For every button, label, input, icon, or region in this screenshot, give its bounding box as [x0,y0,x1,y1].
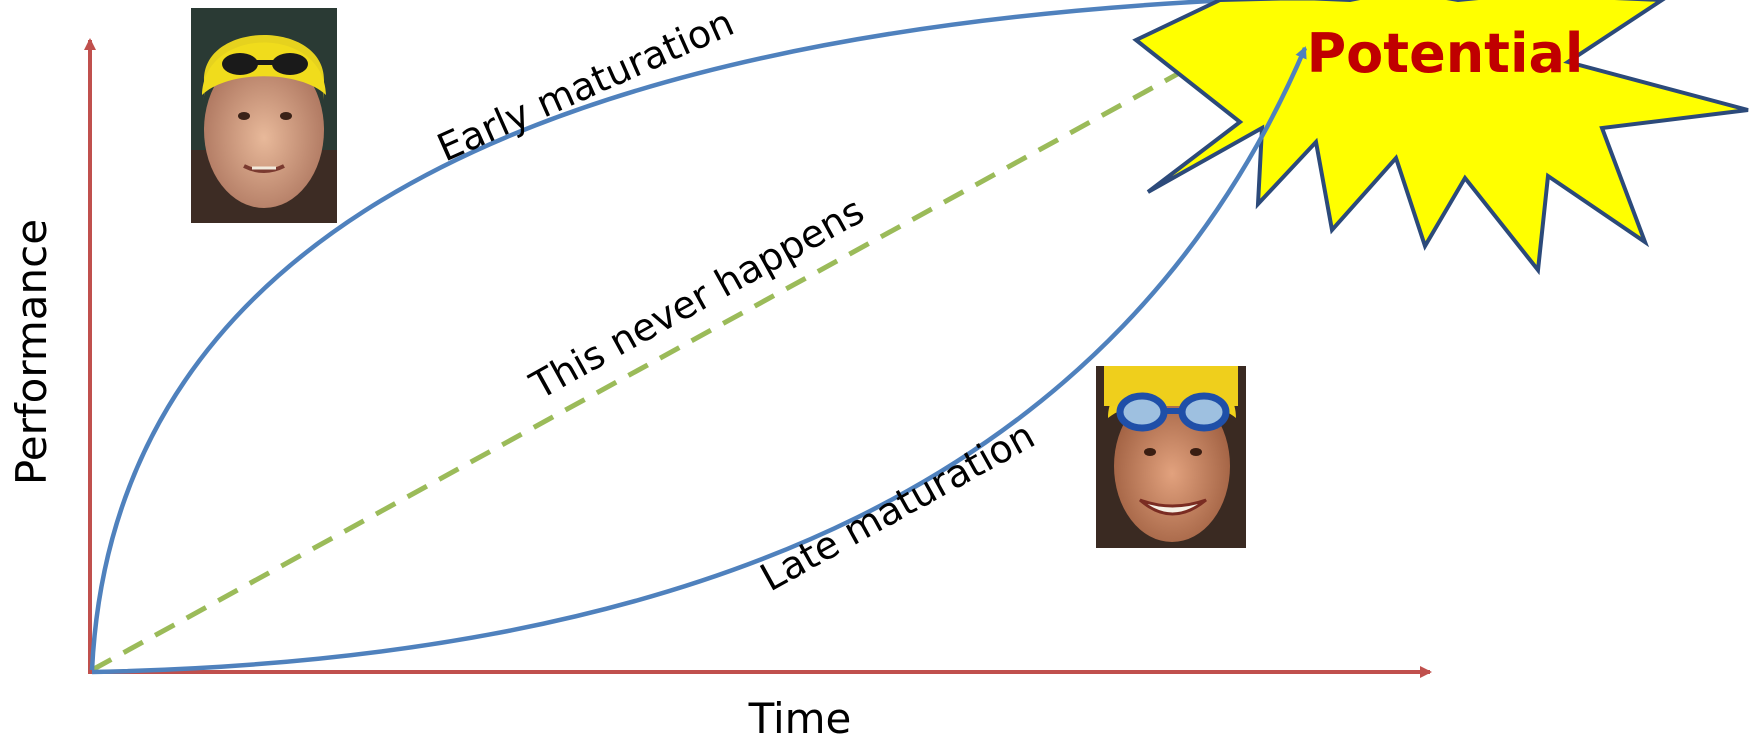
late-maturation-curve [91,46,1308,675]
potential-burst [1132,0,1749,276]
y-axis-label: Performance [7,219,56,485]
potential-label: Potential [1307,22,1584,85]
early-maturation-curve [89,0,1231,671]
x-axis-label: Time [748,694,852,740]
early-swimmer-photo [191,8,337,223]
early-maturation-label: Early maturation [431,0,740,170]
never-happens-label: This never happens [522,188,871,408]
never-happens-line [90,23,1267,673]
late-maturation-label: Late maturation [753,413,1042,600]
late-swimmer-photo [1096,366,1246,548]
